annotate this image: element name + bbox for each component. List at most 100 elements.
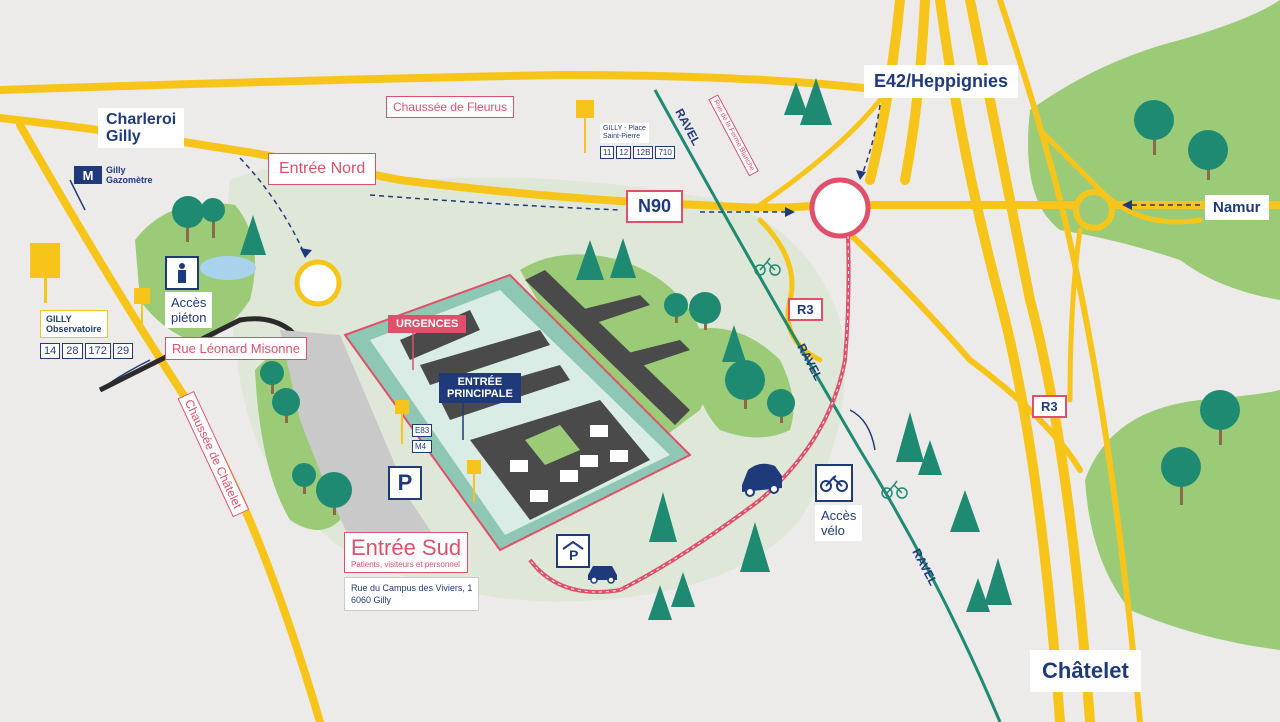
- bus-line: E83: [412, 424, 433, 437]
- covered-parking-icon: P: [556, 534, 590, 568]
- pond: [200, 256, 256, 280]
- tree-icon: [918, 440, 942, 475]
- tree-icon: [740, 522, 770, 572]
- bus-line: 12: [616, 146, 632, 159]
- roundabout-nord: [294, 259, 342, 307]
- park-southeast: [1085, 390, 1280, 650]
- east-loop-2: [1067, 227, 1083, 403]
- bus-lines-observatoire: 14 28 172 29: [40, 343, 134, 359]
- label-r3-b: R3: [1032, 395, 1067, 418]
- arrow-head: [856, 170, 866, 180]
- tree-icon: [1200, 390, 1240, 445]
- bus-line: M4: [412, 440, 433, 453]
- trees: [172, 78, 1240, 620]
- label-charleroi: Charleroi: [106, 111, 177, 128]
- motorway-east: [965, 0, 1095, 722]
- label-address: Rue du Campus des Viviers, 1 6060 Gilly: [344, 577, 480, 611]
- tree-icon: [292, 463, 316, 494]
- bus-line: 12B: [633, 146, 654, 159]
- label-gilly: Gilly: [106, 128, 141, 145]
- arrow-head: [785, 207, 795, 217]
- ravel-path: [653, 89, 1002, 722]
- bicycle-icon: [754, 257, 781, 276]
- bus-line: 11: [600, 146, 615, 159]
- label-gazometre-1: Gilly: [106, 165, 126, 175]
- label-place-2: Saint-Pierre: [603, 133, 640, 140]
- label-acces-pieton-2: piéton: [171, 310, 207, 325]
- tree-icon: [689, 292, 721, 330]
- bus-lines-place: 11 12 12B 710: [600, 146, 675, 159]
- tree-icon: [201, 198, 225, 238]
- tree-icon: [316, 472, 352, 515]
- building-windows: [510, 425, 628, 502]
- label-e42: E42/Heppignies: [864, 65, 1019, 98]
- bus-lines-south: E83 M4: [412, 424, 433, 453]
- bus-stop-icon: [395, 400, 409, 444]
- label-acces-velo-2: vélo: [821, 523, 845, 538]
- label-namur: Namur: [1205, 195, 1269, 220]
- bus-line: 29: [112, 343, 134, 359]
- tree-icon: [610, 238, 636, 278]
- tree-icon: [1188, 130, 1228, 180]
- label-gazometre-2: Gazomètre: [106, 175, 153, 185]
- bus-stop-icon: [30, 243, 60, 303]
- label-address-1: Rue du Campus des Viviers, 1: [351, 583, 473, 593]
- bicycle-icon: [881, 480, 908, 499]
- bus-line: 28: [62, 343, 83, 359]
- tree-icon: [1134, 100, 1174, 155]
- label-acces-velo-1: Accès: [821, 508, 857, 523]
- label-n90: N90: [626, 190, 684, 223]
- bus-stop-icon: [576, 100, 594, 153]
- tree-icon: [648, 585, 672, 620]
- bus-line: 172: [84, 343, 111, 359]
- metro-gazometre: M Gilly Gazomètre: [74, 165, 153, 185]
- label-entree-nord[interactable]: Entrée Nord: [268, 153, 377, 185]
- label-chaussee-fleurus: Chaussée de Fleurus: [386, 96, 515, 118]
- label-rue-misonne: Rue Léonard Misonne: [165, 337, 307, 360]
- label-observatoire-2: Observatoire: [46, 324, 102, 334]
- arrow-head: [300, 248, 312, 258]
- label-chatelet: Châtelet: [1030, 650, 1141, 692]
- label-gilly-observatoire: GILLY Observatoire: [40, 310, 108, 338]
- label-entree-principale-1: ENTRÉE: [457, 376, 503, 388]
- car-icon: [588, 566, 617, 584]
- label-r3-a: R3: [788, 298, 823, 321]
- tree-icon: [896, 412, 924, 462]
- tree-icon: [260, 361, 284, 394]
- label-acces-pieton: Accès piéton: [165, 292, 213, 328]
- roundabout-n90: [809, 177, 871, 239]
- label-entree-sud-title: Entrée Sud: [351, 535, 462, 560]
- bus-line: 14: [40, 343, 61, 359]
- arrow-head: [1122, 200, 1132, 210]
- motorway-west: [935, 0, 1065, 722]
- chaussee-fleurus-road: [0, 70, 884, 94]
- tree-icon: [576, 240, 604, 280]
- tree-icon: [240, 215, 266, 255]
- label-entree-sud[interactable]: Entrée Sud Patients, visiteurs et person…: [344, 532, 469, 573]
- route-sud: [528, 235, 851, 594]
- tree-icon: [784, 82, 808, 115]
- label-acces-pieton-1: Accès: [171, 295, 207, 310]
- tree-icon: [984, 558, 1012, 605]
- parking-area: [280, 330, 440, 560]
- tree-icon: [272, 388, 300, 423]
- tree-icon: [664, 293, 688, 323]
- label-entree-sud-sub: Patients, visiteurs et personnel: [351, 560, 460, 569]
- tree-icon: [649, 492, 677, 542]
- tree-icon: [800, 78, 832, 125]
- bus-stop-icon: [134, 288, 150, 328]
- tree-icon: [172, 196, 204, 242]
- tree-icon: [671, 572, 695, 607]
- label-entree-principale-2: PRINCIPALE: [447, 388, 513, 400]
- tree-icon: [725, 360, 765, 409]
- north-east-road: [757, 97, 883, 208]
- r3-road: [832, 217, 1083, 473]
- roundabout-east: [1073, 189, 1115, 231]
- label-urgences: URGENCES: [388, 315, 467, 333]
- label-address-2: 6060 Gilly: [351, 595, 392, 605]
- tree-icon: [1161, 447, 1201, 505]
- bicycle-icon: [815, 464, 853, 502]
- courtyard: [525, 425, 580, 465]
